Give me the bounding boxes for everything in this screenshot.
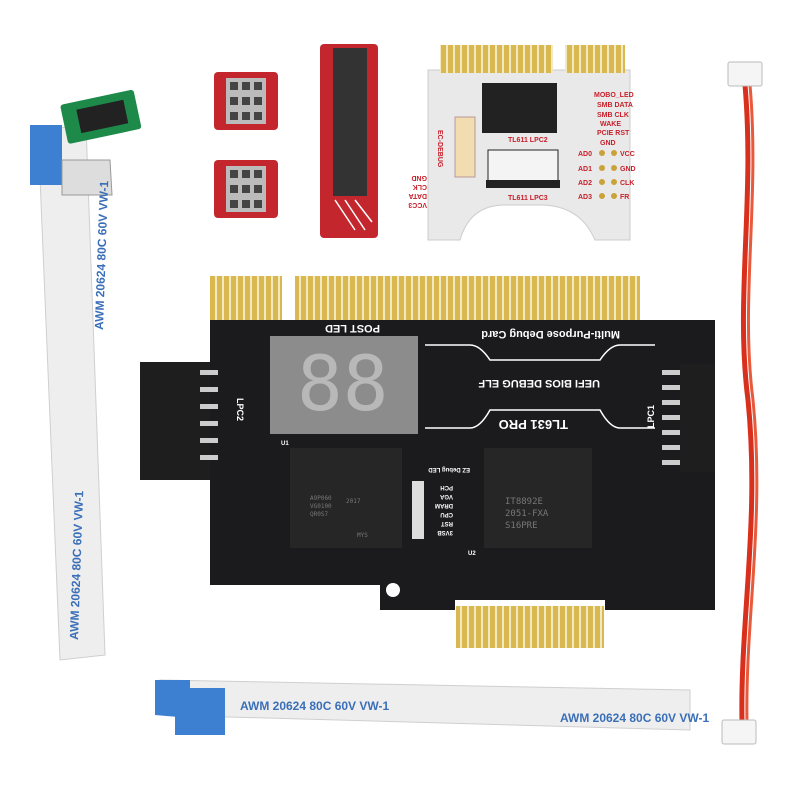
ribbon-stiffener	[175, 688, 225, 735]
post-led-label: POST LED	[325, 322, 380, 334]
ribbon-marking: AWM 20624 80C 60V VW-1	[560, 711, 709, 725]
signal-label: WAKE	[600, 121, 621, 128]
wire-connector-top	[727, 61, 763, 87]
ribbon-marking: AWM 20624 80C 60V VW-1	[240, 699, 389, 713]
bottom-ribbon-cable: AWM 20624 80C 60V VW-1 AWM 20624 80C 60V…	[155, 679, 709, 735]
ribbon-latch	[61, 159, 113, 196]
ribbon-marking: AWM 20624 80C 60V VW-1	[92, 180, 111, 330]
wire-connector-bottom	[721, 719, 757, 745]
pad-label: AD3	[578, 194, 592, 201]
green-connector-board	[60, 89, 142, 144]
pad-label: CLK	[620, 180, 634, 187]
chip-marking: VG0100	[310, 503, 332, 510]
chip-u1	[290, 448, 402, 548]
ec-pin-label: DATA	[409, 192, 427, 199]
ez-debug-label: EZ Debug LED	[428, 466, 470, 472]
red-adapter-2x10	[320, 44, 378, 238]
signal-label: SMB CLK	[597, 112, 629, 119]
signal-label: GND	[600, 140, 616, 147]
led-label: 3VSB	[437, 529, 453, 535]
card-subtitle: UEFI BIOS DEBUG ELF	[478, 377, 600, 389]
pad-label: AD2	[578, 180, 592, 187]
left-ribbon-cable: AWM 20624 80C 60V VW-1 AWM 20624 80C 60V…	[30, 89, 142, 661]
red-adapter-2x3	[214, 72, 278, 130]
pad-label: VCC	[620, 151, 635, 158]
led-label: CPU	[440, 511, 453, 517]
chip-marking: 2017	[346, 498, 361, 505]
ec-pin-label: CLK	[413, 183, 427, 190]
pad-label: FR	[620, 194, 629, 201]
chip-marking: 2051-FXA	[505, 509, 549, 519]
lpc2-label: LPC2	[235, 398, 245, 421]
lpc1-connector	[680, 364, 715, 472]
signal-label: SMB DATA	[597, 102, 633, 109]
seven-segment-display	[270, 336, 418, 434]
ribbon-marking: AWM 20624 80C 60V VW-1	[67, 490, 86, 640]
mini-pcie-debug-card: MOBO_LED SMB DATA SMB CLK WAKE PCIE RST …	[408, 45, 636, 241]
chip-marking: S16PRE	[505, 521, 538, 531]
ec-pin-label: VCC3	[408, 201, 427, 208]
mounting-hole	[386, 583, 400, 597]
u1-label: U1	[281, 441, 289, 447]
chip-marking: IT8892E	[505, 497, 543, 507]
chip-marking: A9P060	[310, 495, 332, 502]
led-label: PCH	[440, 484, 453, 490]
u2-label: U2	[468, 551, 476, 557]
red-adapter-2x3	[214, 160, 278, 218]
debug-led-list: PCH VGA DRAM CPU RST 3VSB	[412, 481, 453, 539]
led-label: VGA	[439, 493, 453, 499]
lpc2-label: TL611 LPC2	[508, 137, 548, 144]
pci-debug-card: 88 A9P060 VG0100 QR0S7 2017 MYS IT8892E …	[140, 276, 715, 648]
card-title: Multi-Purpose Debug Card	[481, 328, 620, 340]
pad-label: AD1	[578, 166, 592, 173]
led-label: DRAM	[435, 502, 453, 508]
pad-label: AD0	[578, 151, 592, 158]
lpc1-label: LPC1	[646, 405, 656, 428]
pad-label: GND	[620, 166, 636, 173]
signal-label: PCIE RST	[597, 130, 630, 137]
ec-debug-label: EC-DEBUG	[436, 130, 443, 168]
display-digits: 88	[297, 339, 389, 428]
card-model: TL631 PRO	[499, 417, 568, 432]
led-label: RST	[441, 520, 453, 526]
lpc3-label: TL611 LPC3	[508, 195, 548, 202]
ribbon-stiffener	[30, 125, 62, 185]
lpc2-connector	[140, 362, 210, 480]
chip-u2	[484, 448, 592, 548]
red-wire-cable	[721, 61, 763, 745]
mobo-led-label: MOBO_LED	[594, 92, 634, 99]
ec-pin-label: GND	[411, 174, 427, 181]
chip-marking: QR0S7	[310, 511, 328, 518]
chip-marking: MYS	[357, 532, 368, 539]
